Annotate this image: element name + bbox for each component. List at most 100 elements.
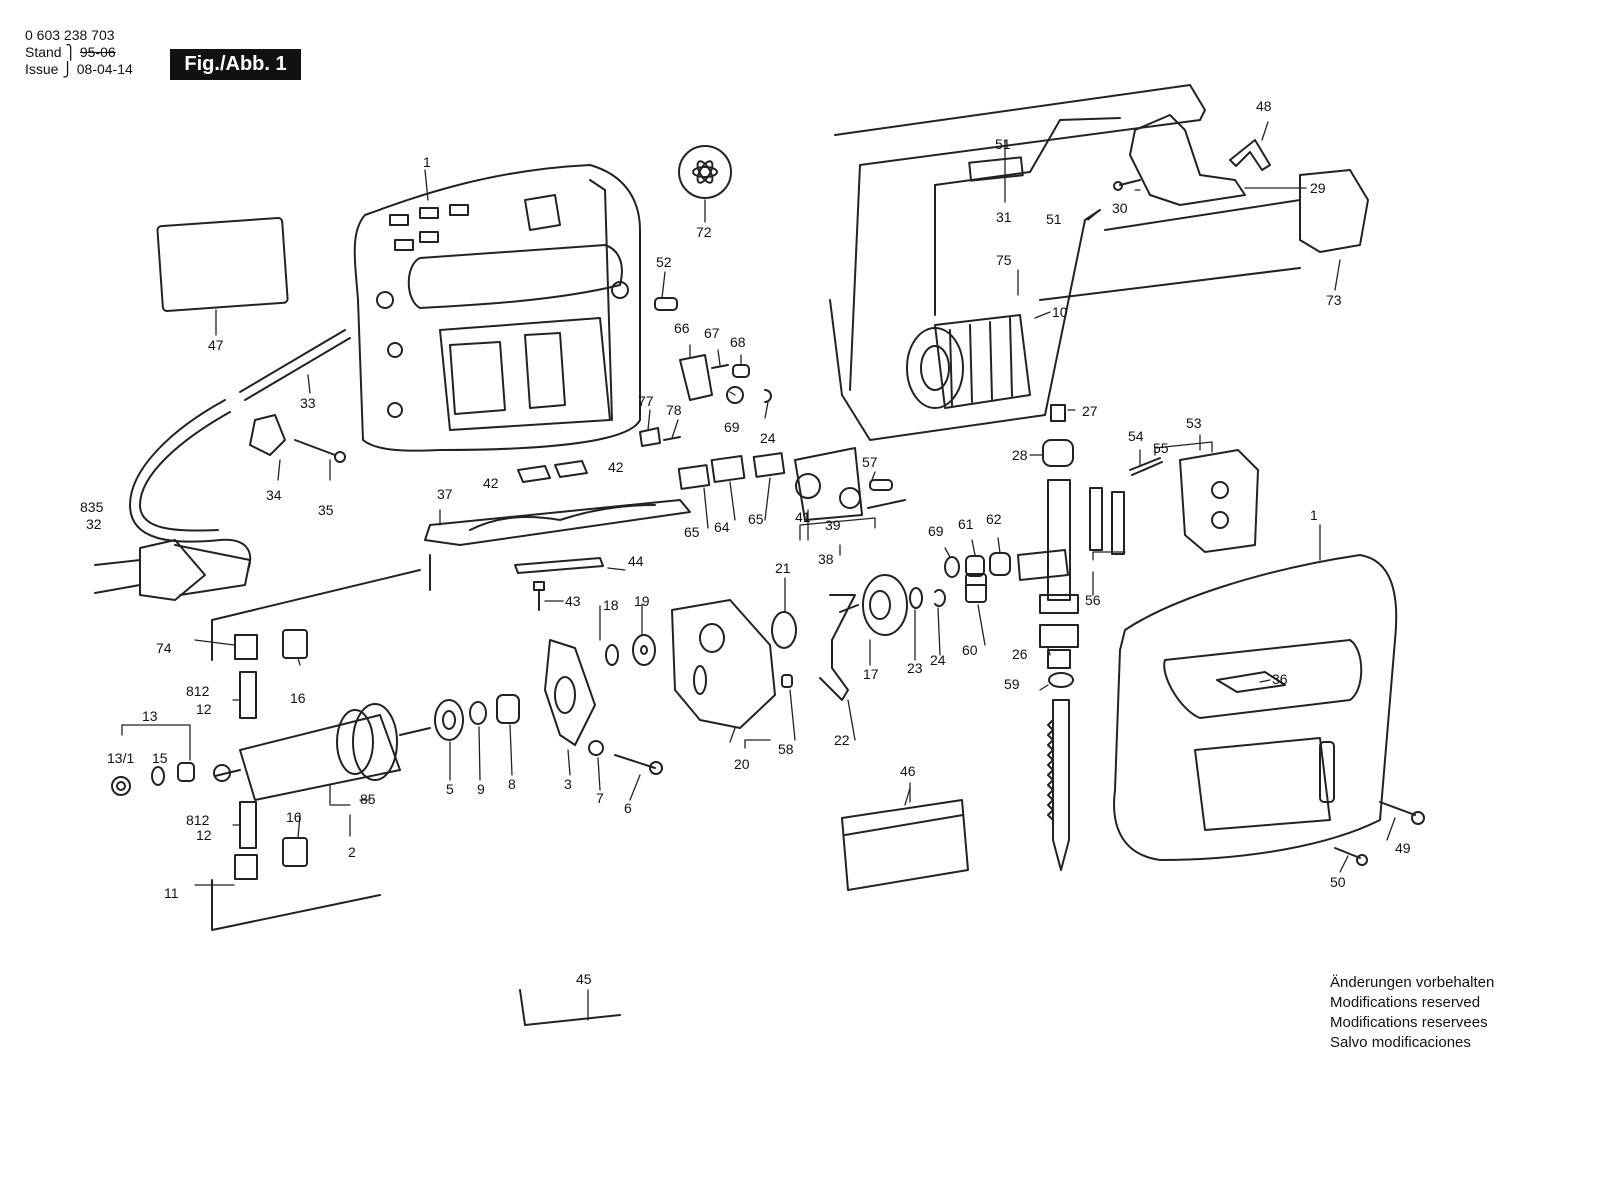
callout-78: 78 <box>666 402 682 418</box>
callout-12a: 12 <box>196 701 212 717</box>
callout-21: 21 <box>775 560 791 576</box>
callout-5: 5 <box>446 781 454 797</box>
washer-18 <box>605 644 619 666</box>
callout-53: 53 <box>1186 415 1202 431</box>
callout-60: 60 <box>962 642 978 658</box>
callout-15: 15 <box>152 750 168 766</box>
callout-38: 38 <box>818 551 834 567</box>
strain-relief-33 <box>129 329 351 571</box>
leader-lines <box>194 121 1396 1021</box>
brush-holder-11 <box>234 854 258 880</box>
bracket-3 <box>544 639 596 746</box>
cable-clamp-34 <box>249 414 346 463</box>
callout-34: 34 <box>266 487 282 503</box>
callout-65a: 65 <box>684 524 700 540</box>
callout-24a: 24 <box>930 652 946 668</box>
callout-45: 45 <box>576 971 592 987</box>
callout-55: 55 <box>1153 440 1169 456</box>
bush-28 <box>1042 439 1074 467</box>
callout-51b: 51 <box>1046 211 1062 227</box>
bracket-53 <box>1179 449 1259 553</box>
callout-48: 48 <box>1256 98 1272 114</box>
pad-42a <box>517 465 551 483</box>
gear-17 <box>839 574 908 636</box>
screw-6 <box>614 754 663 775</box>
part-number: 0 603 238 703 <box>25 27 115 43</box>
callout-49: 49 <box>1395 840 1411 856</box>
switch-29 <box>1129 114 1246 206</box>
stand-value: 95-06 <box>79 44 116 60</box>
plate-77 <box>639 427 661 447</box>
callout-17: 17 <box>863 666 879 682</box>
callout-12b: 12 <box>196 827 212 843</box>
callout-50: 50 <box>1330 874 1346 890</box>
label-36 <box>1216 671 1286 693</box>
callout-35: 35 <box>318 502 334 518</box>
callout-6: 6 <box>624 800 632 816</box>
callout-2: 2 <box>348 844 356 860</box>
callout-23: 23 <box>907 660 923 676</box>
armature-2 <box>213 703 431 801</box>
callout-1: 1 <box>423 154 431 170</box>
callout-54: 54 <box>1128 428 1144 444</box>
callout-20: 20 <box>734 756 750 772</box>
brush-cap-16b <box>282 837 308 867</box>
callout-32: 32 <box>86 516 102 532</box>
callout-46: 46 <box>900 763 916 779</box>
callout-29: 29 <box>1310 180 1326 196</box>
washer-15 <box>151 766 165 786</box>
note-es: Salvo modificaciones <box>1330 1034 1471 1051</box>
callout-74: 74 <box>156 640 172 656</box>
callout-3: 3 <box>564 776 572 792</box>
hex-key-45 <box>519 989 621 1026</box>
brush-12b <box>239 801 257 849</box>
callout-72: 72 <box>696 224 712 240</box>
washer-69b <box>726 386 744 404</box>
callout-33: 33 <box>300 395 316 411</box>
bearing-61 <box>965 555 985 577</box>
pin-58 <box>781 674 793 688</box>
note-en: Modifications reserved <box>1330 994 1481 1011</box>
callout-73: 73 <box>1326 292 1342 308</box>
guide-56a <box>1089 487 1103 551</box>
brush-12a <box>239 671 257 719</box>
clip-48 <box>1229 139 1271 171</box>
callout-68: 68 <box>730 334 746 350</box>
callout-30: 30 <box>1112 200 1128 216</box>
nut-7 <box>588 740 604 756</box>
callout-67: 67 <box>704 325 720 341</box>
callout-812b: 812 <box>186 812 210 828</box>
label-card-47 <box>156 216 289 312</box>
strip-44 <box>514 557 604 574</box>
brush-cap-16a <box>282 629 308 659</box>
callout-51a: 51 <box>995 136 1011 152</box>
callout-8: 8 <box>508 776 516 792</box>
bush-8 <box>496 694 520 724</box>
note-fr: Modifications reservees <box>1330 1014 1488 1031</box>
callout-57: 57 <box>862 454 878 470</box>
callout-10: 10 <box>1052 304 1068 320</box>
label-card-46 <box>841 799 969 891</box>
callout-37: 37 <box>437 486 453 502</box>
pad-65b <box>752 452 786 478</box>
screw-43 <box>533 581 545 611</box>
callout-61: 61 <box>958 516 974 532</box>
screw-49 <box>1379 801 1425 825</box>
callout-52: 52 <box>656 254 672 270</box>
brush-wire <box>211 569 421 931</box>
spring-67 <box>711 364 729 369</box>
callout-58: 58 <box>778 741 794 757</box>
callout-1b: 1 <box>1310 507 1318 523</box>
callout-39: 39 <box>825 517 841 533</box>
guide-56b <box>1111 491 1125 555</box>
callout-19: 19 <box>634 593 650 609</box>
callout-41: 41 <box>795 509 811 525</box>
callout-85: 85 <box>360 791 376 807</box>
housing-half-1b <box>1113 554 1398 861</box>
clip-24 <box>934 589 946 607</box>
callout-43: 43 <box>565 593 581 609</box>
callout-62: 62 <box>986 511 1002 527</box>
bush-13 <box>177 762 195 782</box>
pin-52 <box>654 297 678 311</box>
